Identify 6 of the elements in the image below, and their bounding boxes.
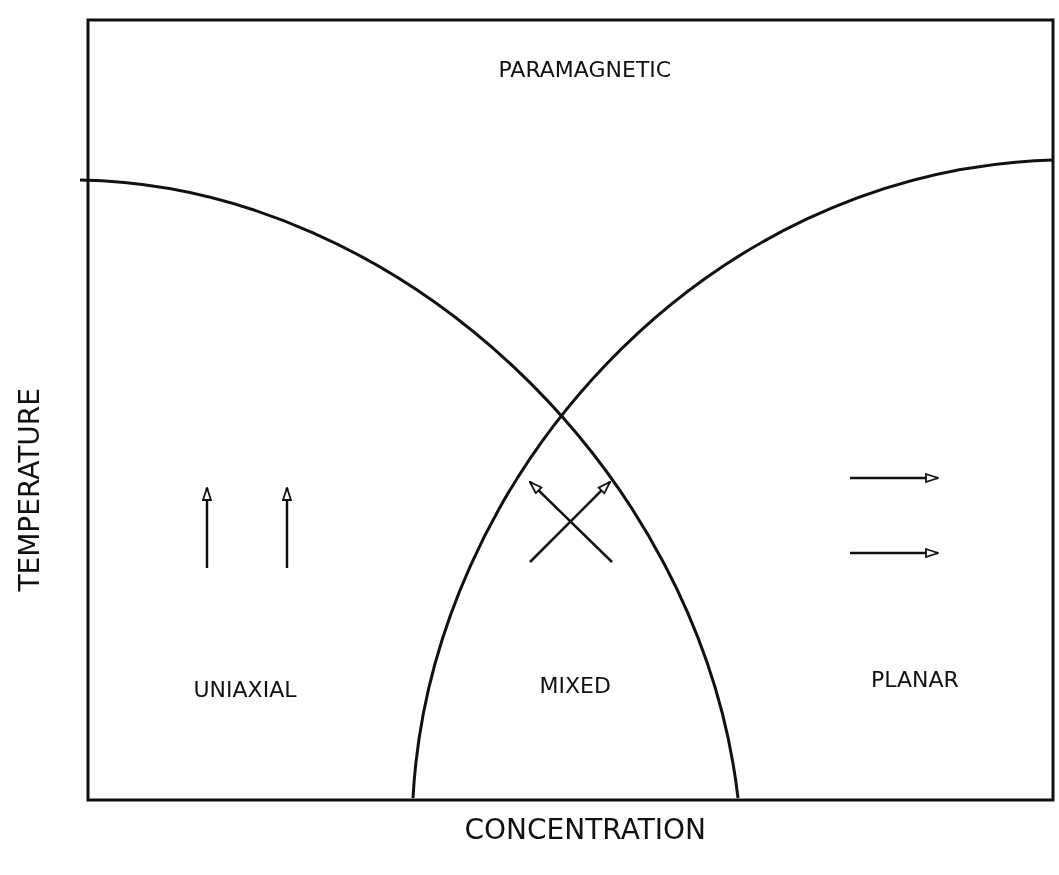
region-label: PARAMAGNETIC xyxy=(498,59,672,81)
region-label: MIXED xyxy=(539,675,611,697)
region-label: UNIAXIAL xyxy=(193,679,297,701)
axis-label: CONCENTRATION xyxy=(464,816,706,844)
axis-label: TEMPERATURE xyxy=(16,388,44,592)
region-label: PLANAR xyxy=(871,669,959,691)
